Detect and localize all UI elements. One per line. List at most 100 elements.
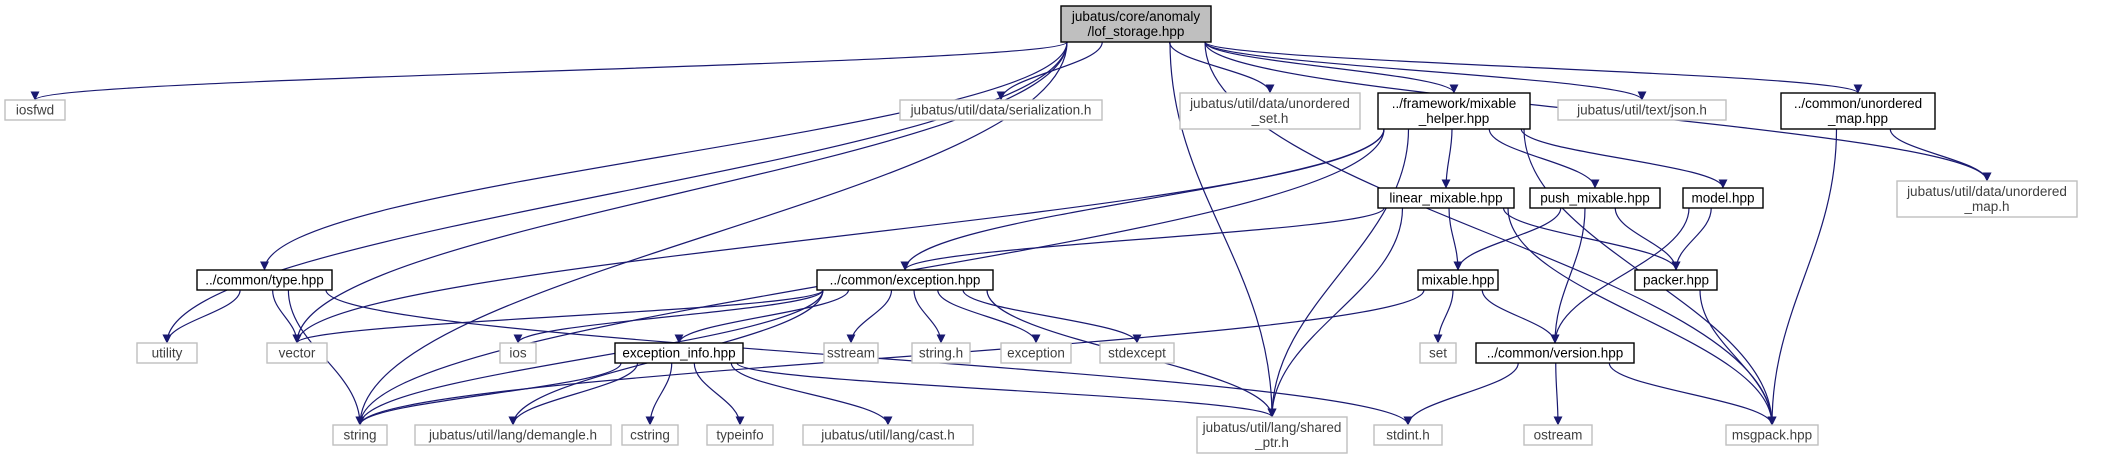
edge-exception-info-to-cast <box>730 362 893 426</box>
edge-linear-mixable-to-msgpack <box>1507 207 1777 426</box>
node-push-mixable[interactable]: push_mixable.hpp <box>1529 187 1661 209</box>
node-label: jubatus/util/lang/cast.h <box>820 428 955 443</box>
node-box <box>1529 187 1661 209</box>
edge-common-type-to-vector <box>272 289 302 344</box>
node-msgpack: msgpack.hpp <box>1725 424 1819 446</box>
edge-model-to-packer <box>1671 207 1712 271</box>
node-label: ../framework/mixable <box>1392 96 1517 111</box>
node-common-version[interactable]: ../common/version.hpp <box>1475 342 1635 364</box>
edge-lof-storage-to-unordered-set <box>1168 41 1275 94</box>
edge-common-exception-to-vector <box>292 289 824 344</box>
node-lof-storage[interactable]: jubatus/core/anomaly/lof_storage.hpp <box>1060 5 1212 43</box>
edge-mixable-helper-to-linear-mixable <box>1441 128 1453 189</box>
node-label: _helper.hpp <box>1418 111 1490 126</box>
edge-push-mixable-to-mixable <box>1453 207 1562 271</box>
node-iosfwd: iosfwd <box>4 99 66 121</box>
node-box <box>911 342 971 364</box>
node-mixable-helper[interactable]: ../framework/mixable_helper.hpp <box>1377 92 1531 130</box>
node-label: ostream <box>1534 428 1583 443</box>
node-label: packer.hpp <box>1643 273 1709 288</box>
node-linear-mixable[interactable]: linear_mixable.hpp <box>1377 187 1515 209</box>
node-box <box>1634 269 1718 291</box>
edge-common-version-to-msgpack <box>1608 362 1777 426</box>
node-box <box>614 342 744 364</box>
node-box <box>196 269 333 291</box>
node-label: push_mixable.hpp <box>1540 191 1650 206</box>
node-model[interactable]: model.hpp <box>1682 187 1764 209</box>
node-shared-ptr: jubatus/util/lang/shared_ptr.h <box>1196 416 1348 454</box>
node-label: typeinfo <box>716 428 763 443</box>
node-label: stdexcept <box>1108 346 1166 361</box>
node-label: ../common/type.hpp <box>205 273 324 288</box>
node-label: _map.hpp <box>1827 111 1888 126</box>
node-label: utility <box>152 346 183 361</box>
edge-mixable-helper-to-common-exception <box>900 128 1385 271</box>
edge-lof-storage-to-vector <box>292 41 1068 344</box>
node-json: jubatus/util/text/json.h <box>1557 99 1727 121</box>
node-label: vector <box>279 346 316 361</box>
node-box <box>499 342 537 364</box>
node-label: ../common/unordered <box>1794 96 1922 111</box>
node-label: jubatus/util/text/json.h <box>1576 103 1707 118</box>
node-set: set <box>1419 342 1457 364</box>
edge-common-version-to-stdint <box>1403 362 1519 426</box>
node-box <box>1377 92 1531 130</box>
node-label: string <box>343 428 376 443</box>
node-label: _map.h <box>1963 199 2009 214</box>
node-box <box>1099 342 1175 364</box>
edge-lof-storage-to-iosfwd <box>30 41 1068 101</box>
edge-linear-mixable-to-common-exception <box>900 207 1385 271</box>
node-label: sstream <box>827 346 875 361</box>
edge-common-exception-to-sstream <box>846 289 893 344</box>
node-box <box>621 424 679 446</box>
edge-model-to-common-version <box>1550 207 1690 344</box>
node-common-type[interactable]: ../common/type.hpp <box>196 269 333 291</box>
edge-mixable-to-string <box>355 289 1425 426</box>
node-stdexcept: stdexcept <box>1099 342 1175 364</box>
edge-mixable-helper-to-shared-ptr <box>1267 128 1410 418</box>
node-box <box>823 342 879 364</box>
edge-common-exception-to-exception-info <box>674 289 850 344</box>
node-label: /lof_storage.hpp <box>1088 24 1185 39</box>
node-box <box>706 424 774 446</box>
node-box <box>1475 342 1635 364</box>
node-box <box>136 342 198 364</box>
node-common-exception[interactable]: ../common/exception.hpp <box>816 269 994 291</box>
node-box <box>1780 92 1936 130</box>
node-label: msgpack.hpp <box>1732 428 1812 443</box>
edge-common-unordered-map-to-msgpack <box>1767 128 1838 426</box>
node-box <box>1419 342 1457 364</box>
edge-common-exception-to-stdexcept <box>962 289 1142 344</box>
node-box <box>1179 92 1361 130</box>
node-exception-info[interactable]: exception_info.hpp <box>614 342 744 364</box>
edge-common-type-to-utility <box>162 289 241 344</box>
node-box <box>4 99 66 121</box>
edge-mixable-helper-to-vector <box>292 128 1385 344</box>
node-label: jubatus/util/lang/demangle.h <box>428 428 597 443</box>
node-mixable[interactable]: mixable.hpp <box>1417 269 1499 291</box>
node-label: jubatus/util/data/unordered <box>1189 96 1350 111</box>
node-label: ../common/exception.hpp <box>830 273 981 288</box>
node-label: stdint.h <box>1386 428 1430 443</box>
node-box <box>1373 424 1443 446</box>
edge-common-exception-to-string <box>355 289 824 426</box>
node-label: string.h <box>919 346 963 361</box>
node-string-h: string.h <box>911 342 971 364</box>
edge-mixable-helper-to-model <box>1520 128 1728 189</box>
node-utility: utility <box>136 342 198 364</box>
node-label: _ptr.h <box>1254 435 1289 450</box>
node-cast: jubatus/util/lang/cast.h <box>802 424 974 446</box>
node-box <box>816 269 994 291</box>
node-box <box>1196 416 1348 454</box>
node-string: string <box>332 424 388 446</box>
edge-lof-storage-to-common-unordered-map <box>1204 41 1863 94</box>
node-packer[interactable]: packer.hpp <box>1634 269 1718 291</box>
node-typeinfo: typeinfo <box>706 424 774 446</box>
edge-mixable-to-common-version <box>1481 289 1560 344</box>
node-common-unordered-map[interactable]: ../common/unordered_map.hpp <box>1780 92 1936 130</box>
node-serialization: jubatus/util/data/serialization.h <box>899 99 1103 121</box>
node-box <box>1417 269 1499 291</box>
node-box <box>414 424 612 446</box>
node-box <box>266 342 328 364</box>
